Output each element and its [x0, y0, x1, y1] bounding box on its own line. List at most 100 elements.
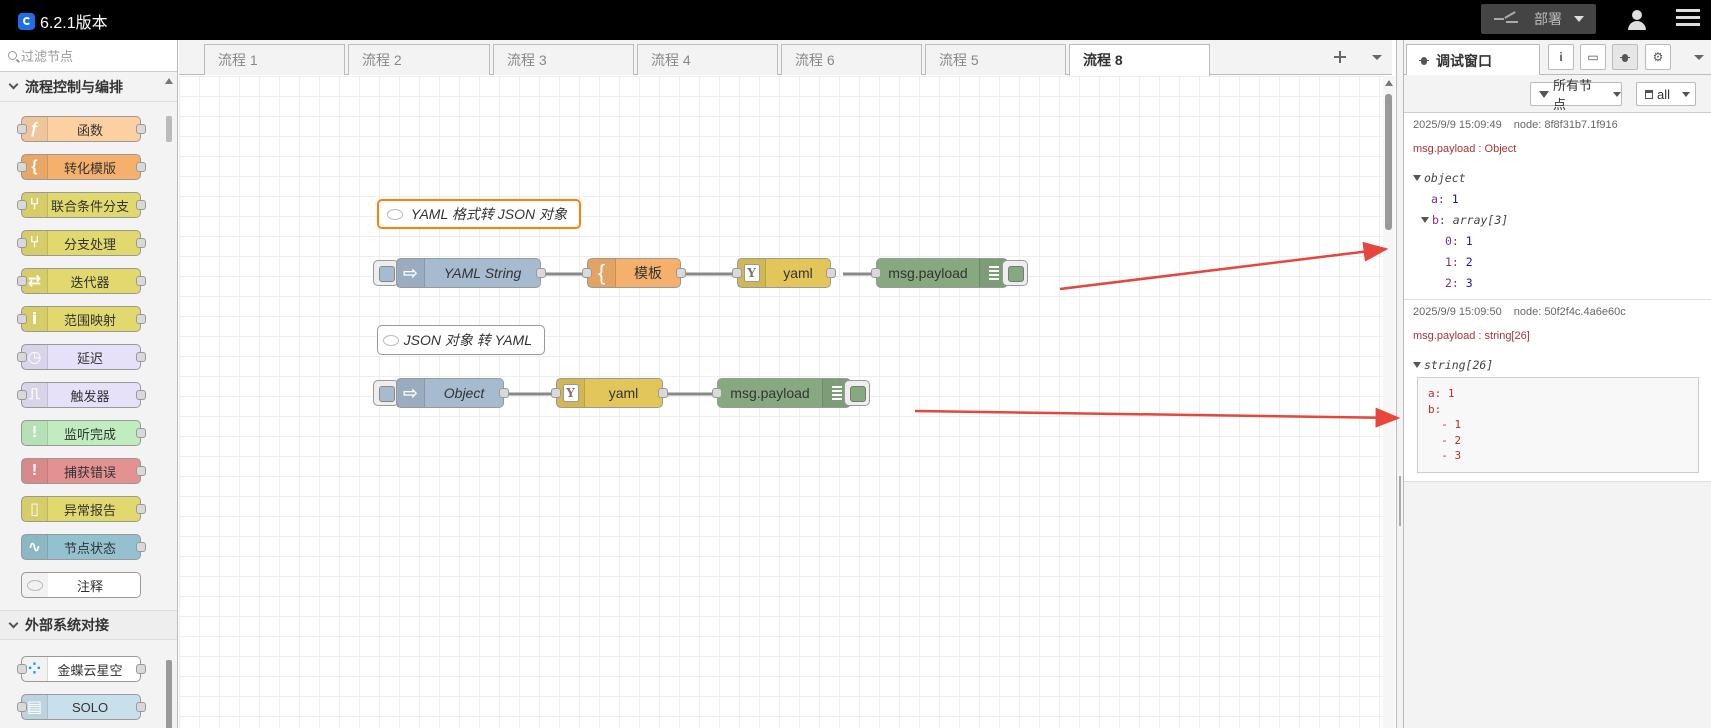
tree-key: 0: [1445, 233, 1459, 248]
palette-node[interactable]: ⑂联合条件分支 [17, 192, 146, 218]
workspace-tabs: 流程 1 流程 2 流程 3 流程 4 流程 6 流程 5 流程 8 [179, 40, 1392, 76]
gear-icon[interactable]: ⚙ [1645, 44, 1671, 70]
debug-toggle-button[interactable] [1002, 260, 1028, 286]
tree-array-item: 1: 2 [1413, 251, 1707, 272]
sidebar-splitter[interactable] [1396, 40, 1404, 728]
tab-flow-3[interactable]: 流程 3 [493, 44, 634, 75]
inject-trigger-button[interactable] [373, 260, 399, 286]
user-icon[interactable] [1622, 7, 1652, 33]
expand-triangle-icon[interactable] [1421, 216, 1429, 223]
debug-toggle-button[interactable] [844, 380, 870, 406]
palette-node[interactable]: ⑂分支处理 [17, 230, 146, 256]
palette-node[interactable]: ⎍触发器 [17, 382, 146, 408]
output-port[interactable] [499, 388, 509, 398]
message-node-link[interactable]: node: 8f8f31b7.1f916 [1513, 119, 1618, 131]
tab-flow-2[interactable]: 流程 2 [348, 44, 490, 75]
palette-node-label: 转化模版 [63, 160, 116, 176]
input-port[interactable] [582, 268, 592, 278]
palette-node[interactable]: {转化模版 [17, 154, 146, 180]
comment-node-json-to-yaml[interactable]: JSON 对象 转 YAML [377, 325, 545, 355]
book-icon[interactable]: ▭ [1580, 44, 1606, 70]
output-port [136, 162, 146, 172]
palette-node[interactable]: ∿节点状态 [21, 534, 146, 560]
input-port[interactable] [551, 388, 561, 398]
add-tab-icon[interactable] [1330, 47, 1350, 67]
output-port [136, 390, 146, 400]
tree-key: 2: [1445, 275, 1459, 290]
palette-search-input[interactable]: 过滤节点 [21, 49, 74, 64]
category-header-external[interactable]: 外部系统对接 [0, 610, 177, 640]
tab-menu-icon[interactable] [1372, 55, 1382, 60]
tree-value: 3 [1465, 275, 1473, 290]
palette-node-label: 监听完成 [63, 426, 116, 442]
palette-node[interactable]: ⁘金蝶云星空 [17, 656, 146, 682]
canvas-scrollbar[interactable] [1383, 76, 1395, 728]
yaml-node-1[interactable]: Y yaml [732, 258, 836, 288]
tree-array-item: 2: 3 [1413, 272, 1707, 293]
clear-messages-button[interactable]: all [1636, 82, 1696, 106]
deploy-dropdown-icon[interactable] [1574, 16, 1584, 22]
tree-row: a: 1 [1413, 188, 1707, 209]
expand-triangle-icon[interactable] [1413, 361, 1421, 368]
input-port[interactable] [712, 388, 722, 398]
tab-flow-8[interactable]: 流程 8 [1069, 44, 1210, 76]
tab-flow-5[interactable]: 流程 5 [925, 44, 1066, 75]
tree-root[interactable]: string[26] [1413, 354, 1707, 375]
inject-node-object[interactable]: ⇨ Object [396, 378, 509, 408]
palette-search[interactable]: 过滤节点 [0, 40, 177, 72]
output-port [136, 352, 146, 362]
deploy-button[interactable]: 部署 [1481, 4, 1596, 34]
debug-node-2[interactable]: msg.payload [712, 378, 851, 408]
tree-row[interactable]: b: array[3] [1413, 209, 1707, 230]
tab-flow-1[interactable]: 流程 1 [204, 44, 345, 75]
palette-node[interactable]: !监听完成 [21, 420, 146, 446]
debug-message: 2025/9/9 15:09:50 node: 50f2f4c.4a6e60c … [1404, 300, 1711, 482]
palette-node-label: 迭代器 [70, 274, 110, 290]
debug-node-1[interactable]: msg.payload [871, 258, 1008, 288]
filter-nodes-button[interactable]: 所有节点 [1530, 78, 1622, 112]
sidebar-menu-icon[interactable] [1694, 55, 1704, 60]
input-port[interactable] [871, 268, 881, 278]
message-node-link[interactable]: node: 50f2f4c.4a6e60c [1513, 306, 1626, 318]
expand-triangle-icon[interactable] [1413, 174, 1421, 181]
category-title: 流程控制与编排 [25, 78, 123, 95]
palette-node-label: 联合条件分支 [50, 198, 129, 214]
category-header-flow-control[interactable]: 流程控制与编排 [0, 72, 177, 102]
output-port[interactable] [658, 388, 668, 398]
info-icon[interactable]: i [1548, 44, 1574, 70]
palette-scrollbar[interactable] [164, 78, 174, 728]
hamburger-menu-icon[interactable] [1676, 9, 1700, 29]
palette-node[interactable]: ▯异常报告 [21, 496, 146, 522]
palette-node[interactable]: ▤SOLO [17, 694, 146, 720]
input-port[interactable] [732, 268, 742, 278]
template-node[interactable]: { 模板 [582, 258, 686, 288]
palette-node[interactable]: !捕获错误 [21, 458, 146, 484]
flow-canvas[interactable]: YAML 格式转 JSON 对象 ⇨ YAML String { 模板 Y ya… [179, 76, 1383, 728]
palette-node[interactable]: 注释 [21, 572, 141, 598]
output-port [136, 428, 146, 438]
debug-tab-icon[interactable] [1612, 44, 1638, 70]
message-topic: msg.payload : Object [1413, 143, 1517, 155]
inject-trigger-button[interactable] [373, 380, 399, 406]
palette-node[interactable]: ◷延迟 [17, 344, 146, 370]
tab-debug[interactable]: 调试窗口 [1406, 44, 1540, 76]
inject-node-yaml-string[interactable]: ⇨ YAML String [396, 258, 546, 288]
node-label: msg.payload [888, 265, 968, 281]
tab-flow-6[interactable]: 流程 6 [781, 44, 922, 75]
debug-messages: 2025/9/9 15:09:49 node: 8f8f31b7.1f916 m… [1404, 113, 1711, 728]
deploy-icon [1494, 11, 1520, 26]
clear-label: all [1657, 86, 1671, 102]
palette-node-label: 函数 [76, 122, 103, 138]
input-port [17, 352, 27, 362]
output-port[interactable] [676, 268, 686, 278]
output-port[interactable] [826, 268, 836, 278]
palette-node[interactable]: ⇄迭代器 [17, 268, 146, 294]
node-label: yaml [608, 385, 639, 401]
output-port[interactable] [536, 268, 546, 278]
tab-flow-4[interactable]: 流程 4 [637, 44, 778, 75]
tree-root[interactable]: object [1413, 167, 1707, 188]
comment-node-yaml-to-json[interactable]: YAML 格式转 JSON 对象 [377, 199, 581, 229]
yaml-node-2[interactable]: Y yaml [551, 378, 668, 408]
